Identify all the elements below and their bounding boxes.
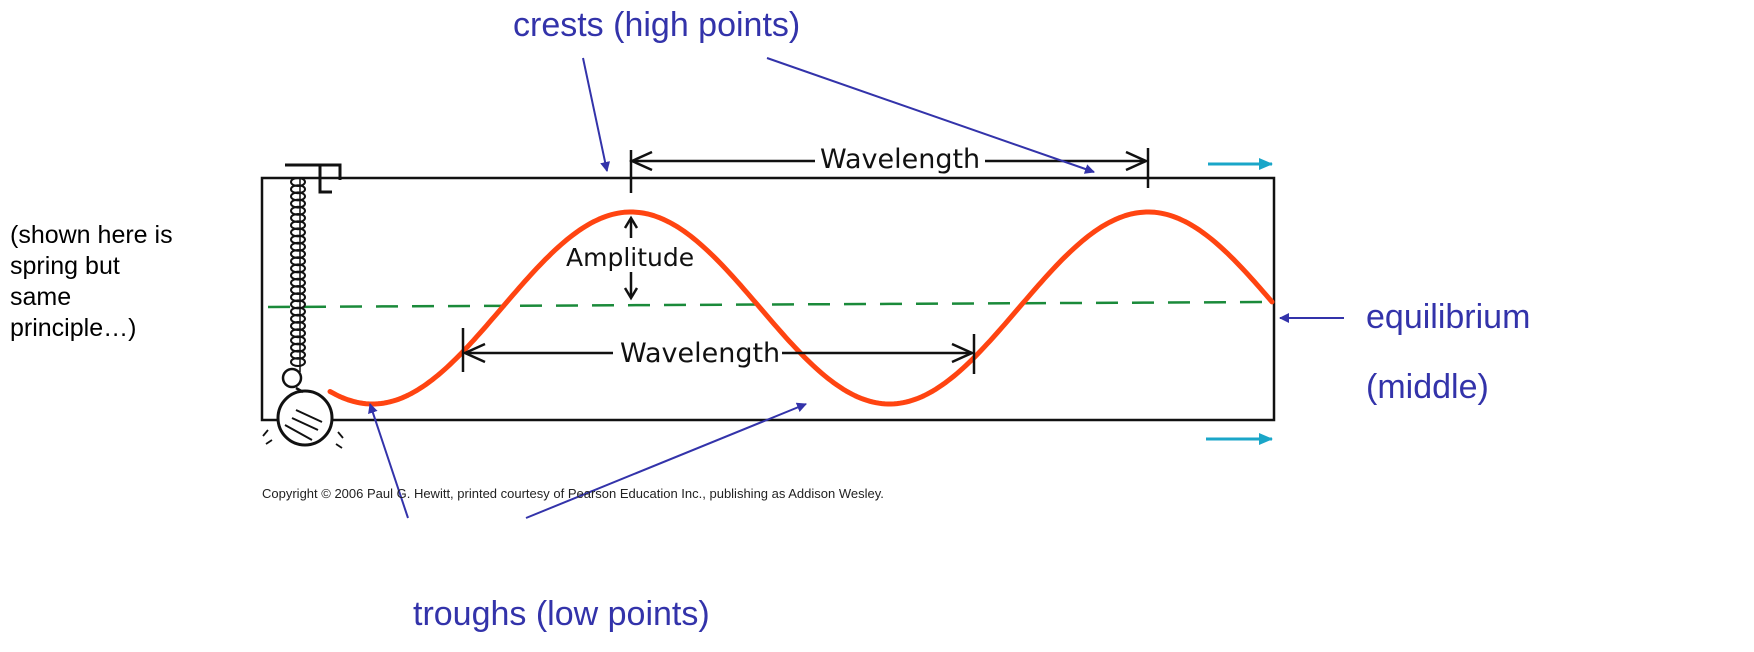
wavelength-bottom-dimension — [461, 328, 976, 374]
crests-label: crests (high points) — [513, 6, 801, 44]
troughs-label: troughs (low points) — [413, 595, 710, 633]
crest-pointer-1 — [582, 57, 611, 172]
copyright-text: Copyright © 2006 Paul G. Hewitt, printed… — [262, 486, 884, 501]
trough-pointer-1 — [368, 403, 409, 519]
side-note: (shown here is spring but same principle… — [10, 220, 240, 344]
side-note-line: (shown here is — [10, 221, 173, 249]
spring-icon — [290, 177, 306, 367]
side-note-line: same — [10, 283, 72, 311]
equilibrium-line — [267, 300, 1273, 309]
wavelength-top-label: Wavelength — [820, 144, 980, 175]
amplitude-arrow — [623, 215, 639, 301]
equilibrium-label: equilibrium — [1366, 298, 1531, 336]
weight-ball-icon — [262, 367, 344, 449]
spring-coil — [290, 357, 306, 367]
middle-label: (middle) — [1366, 368, 1489, 406]
side-note-line: spring but — [10, 252, 120, 280]
trough-pointer-2 — [525, 402, 807, 519]
wavelength-bottom-label: Wavelength — [620, 338, 780, 369]
crest-pointer-2 — [766, 57, 1095, 174]
wavelength-top-dimension — [628, 148, 1150, 193]
spring-bracket — [285, 163, 342, 194]
side-note-line: principle…) — [10, 314, 137, 342]
wave-curve — [327, 209, 1275, 407]
amplitude-label: Amplitude — [566, 243, 694, 272]
